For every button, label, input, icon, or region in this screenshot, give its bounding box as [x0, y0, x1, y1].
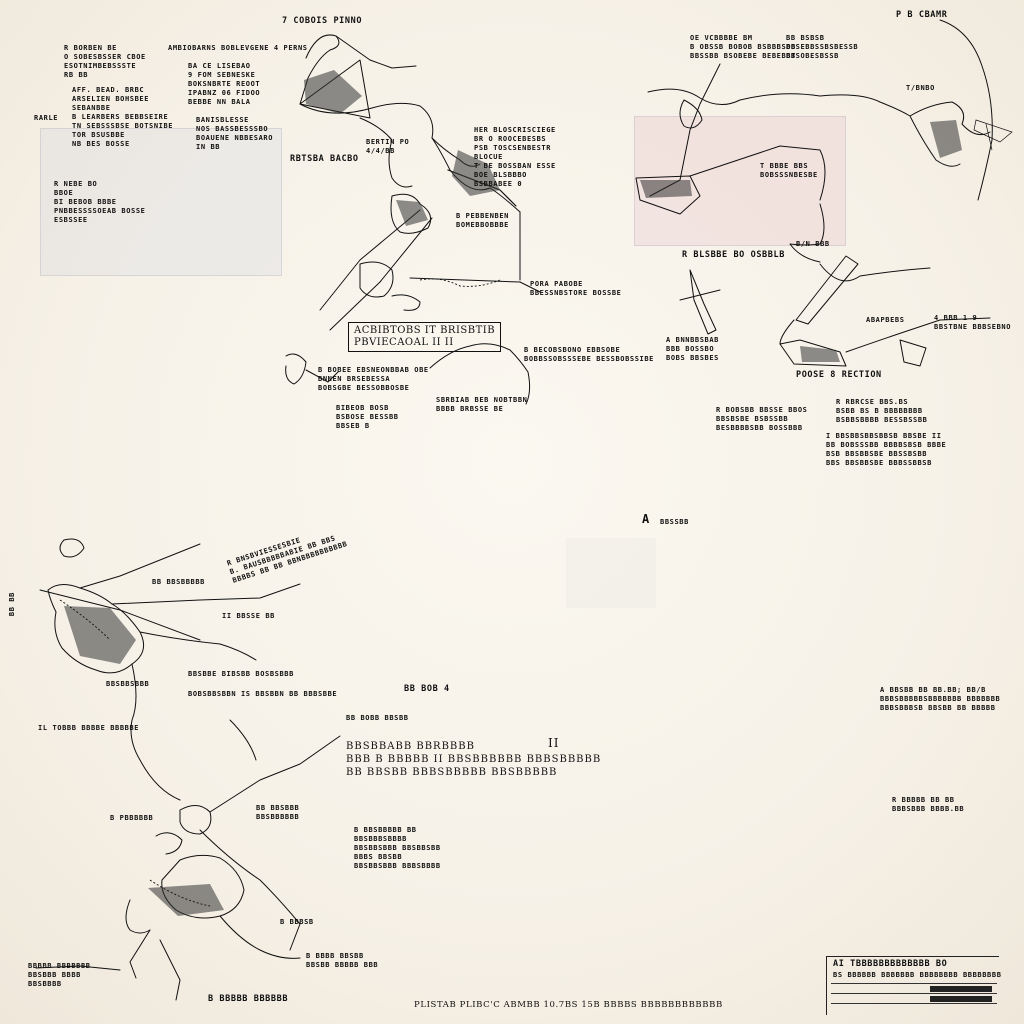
mid-left-ii: II	[548, 736, 560, 750]
pm-label-1: B PEBBENBEN BOMEBBOBBBE	[456, 212, 509, 229]
top-right-list-1: OE VCBBBBE BM B OBSSB BOBOB BSBBBSOB BBS…	[690, 34, 796, 60]
bottom-center-1: B BOBEE EBSNEONBBAB OBE BNNEN BRSEBESSA …	[318, 366, 429, 392]
title-block: AI TBBBBBBBBBBBBB BO BS BBBBBB BBBBBBB B…	[826, 956, 1002, 1015]
bl-label-4: BOBSBBSBBN IS BBSBBN BB BBBSBBE	[188, 690, 338, 698]
bottom-caption: PLISTAB PLIBC'C ABMBB 10.7BS 15B BBBBS B…	[414, 1000, 723, 1010]
right-mid-1: R BLSBBE BO OSBBLB	[682, 250, 785, 260]
pm-label-2: PORA PABOBE BBESSNBSTORE BOSSBE	[530, 280, 622, 297]
right-mid-3: ABAPBEBS	[866, 316, 905, 324]
left-pointer: RARLE	[34, 114, 59, 122]
right-mid-2: B/N BBB	[796, 240, 830, 248]
tr-mid-label: T BBBE BBS BOBSSSNBESBE	[760, 162, 818, 179]
right-far-mid: A BBSBB BB BB.BB; BB/B BBBSBBBBBSBBBBBBB…	[880, 686, 1001, 712]
boxed-title: ACBIBTOBS IT BRISBTIB PBVIECAOAL II II	[348, 322, 502, 352]
center-right-list: HER BLOSCRISCIEGE BR O ROOCEBESBS PSB TO…	[474, 126, 556, 188]
bl-label-1: BB BBSBBBBB	[152, 578, 205, 586]
top-right-list-2: BB BSBSB BBSEBBSSBSBESSB BBSOBESBSSB	[786, 34, 859, 60]
bottom-center-3: SBRBIAB BEB NOBTBBN BBBB BRBSSE BE	[436, 396, 528, 413]
right-sub-3: I BBSBBSBBSBBSB BBSBE II BB BOBSSSBB BBB…	[826, 432, 947, 467]
title-block-rule-1	[831, 983, 997, 984]
far-left-sub: B BECOBSBONO EBBSOBE BOBBSSOBSSSEBE BESS…	[524, 346, 654, 363]
top-mid-list-2: BANISBLESSE NOS BASSBESSSBO BOAUENE NBBE…	[196, 116, 274, 151]
top-mid-header: AMBIOBARNS BOBLEVGENE 4 PERNS	[168, 44, 308, 52]
top-center-caption: 7 COBOIS PINNO	[282, 16, 363, 26]
ghost-panel-center	[566, 538, 656, 608]
right-sub-2: R BOBSBB BBSSE BBOS BBSBSBE BSBSSBB BESB…	[716, 406, 808, 432]
bl-label-8: BB BOBB BBSBB	[346, 714, 409, 722]
bl-label-10: BB BBSBBB BBSBBBBBB	[256, 804, 300, 821]
right-sub-1: R RBRCSE BBS.BS BSBB BS B BBBBBBBB BSBBS…	[836, 398, 928, 424]
bl-label-7: BB BOB 4	[404, 684, 450, 694]
bl-label-12: B BBBSB	[280, 918, 314, 926]
bl-label-9: B PBBBBBB	[110, 814, 154, 822]
center-letter-a: A	[642, 512, 651, 526]
center-a-sub: BBSSBB	[660, 518, 689, 526]
bl-label-15: B BBBBB BBBBBB	[208, 994, 289, 1004]
bl-vertical: BB BB	[8, 592, 16, 617]
right-mid-4: 4 BBB 1 9 BBSTBNE BBBSEBNO	[934, 314, 1012, 331]
title-block-rule-2	[831, 993, 997, 994]
right-lower-list: A BNNBBSBAB BBB BOSSBO BOBS BBSBES	[666, 336, 719, 362]
right-far-low: R BBBBB BB BB BBBSBBB BBBB.BB	[892, 796, 965, 813]
left-header: R BORBEN BE O SOBESBSSER CBOE ESOTNIMBEB…	[64, 44, 146, 79]
bl-label-2: II BBSSE BB	[222, 612, 275, 620]
bl-label-3: BBSBBE BIBSBB BOSBSBBB	[188, 670, 294, 678]
left-list: AFF. BEAD. BRBC ARSELIEN BOHSBEE SEBANBB…	[72, 86, 174, 148]
bl-label-11: B BBSBBBBB BB BBSBBBSBBBB BBSBBSBBB BBSB…	[354, 826, 441, 870]
bl-label-14: BBBBB BBBBBBB BBSBBB BBBB BBSBBBB	[28, 962, 91, 988]
mid-left-huge: BBSBBABB BBRBBBB BBB B BBBBB II BBSBBBBB…	[346, 741, 602, 778]
title-block-rule-3	[831, 1003, 997, 1004]
ghost-panel-left	[40, 128, 282, 276]
bl-label-13: B BBBB BBSBB BBSBB BBBBB BBB	[306, 952, 379, 969]
pose-section: POOSE 8 RECTION	[796, 370, 882, 380]
center-panel-title: RBTSBA BACBO	[290, 154, 359, 164]
title-block-sub: BS BBBBBB BBBBBBB BBBBBBBB BBBBBBBB	[833, 971, 1002, 979]
top-mid-list: BA CE LISEBAO 9 FOM SEBNESKE BOKSNBRTE R…	[188, 62, 261, 106]
top-right-header: P B CBAMR	[896, 10, 948, 20]
left-sub: R NEBE BO BBOE BI BEBOB BBBE PNBBESSSSOE…	[54, 180, 146, 224]
bottom-center-2: BIBEOB BOSB BSBOSE BESSBB BBSEB B	[336, 404, 399, 430]
bl-label-6: BBSBBSBBB	[106, 680, 150, 688]
top-right-callout: T/BNBO	[906, 84, 935, 92]
center-panel-sub: BERTIN PO 4/4/BB	[366, 138, 410, 155]
bl-label-5: IL TOBBB BBBBE BBBBBE	[38, 724, 140, 732]
title-block-main: AI TBBBBBBBBBBBBB BO	[833, 959, 948, 969]
